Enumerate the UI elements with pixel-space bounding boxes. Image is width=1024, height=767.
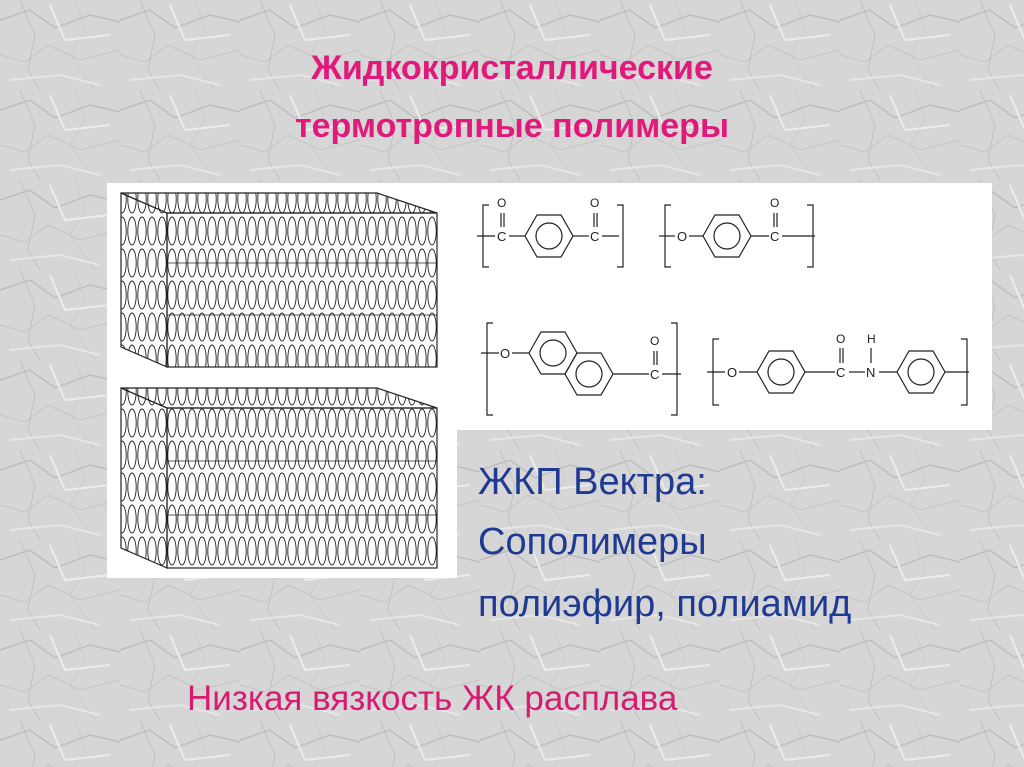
atom-o3: O xyxy=(677,229,687,244)
atom-h1: H xyxy=(867,332,876,346)
atom-o1: O xyxy=(497,196,506,210)
structure-amide: O C O N H xyxy=(707,332,969,406)
slide-title-line1: Жидкокристаллические xyxy=(311,49,713,87)
structure-naphthoyl: O C O xyxy=(481,322,681,416)
atom-o8: O xyxy=(836,332,845,346)
atom-o7: O xyxy=(727,365,737,380)
vectra-types: полиэфир, полиамид xyxy=(478,583,852,625)
structure-terephthaloyl: C O C O xyxy=(477,196,624,268)
atom-o4: O xyxy=(770,196,779,210)
structure-oxybenzoyl: O C O xyxy=(659,196,815,268)
chem-structures: C O C O O C O xyxy=(477,196,969,416)
atom-c5: C xyxy=(836,365,845,380)
footer-viscosity: Низкая вязкость ЖК расплава xyxy=(187,679,678,718)
atom-c2: C xyxy=(590,229,599,244)
atom-o6: O xyxy=(650,334,659,348)
slide-title-line2: термотропные полимеры xyxy=(295,107,729,145)
vectra-copolymers: Сополимеры xyxy=(478,521,707,563)
lc-layer-diagram xyxy=(107,183,457,578)
atom-o2: O xyxy=(590,196,599,210)
atom-n1: N xyxy=(866,365,875,380)
atom-c1: C xyxy=(497,229,506,244)
atom-c3: C xyxy=(770,229,779,244)
lc-block-bottom xyxy=(120,387,438,569)
lc-layer-drawing xyxy=(120,192,438,569)
chem-structures-panel: C O C O O C O xyxy=(457,183,992,430)
lc-block-top xyxy=(120,192,438,368)
vectra-heading: ЖКП Вектра: xyxy=(478,461,707,503)
atom-c4: C xyxy=(650,367,659,382)
atom-o5: O xyxy=(500,346,510,361)
